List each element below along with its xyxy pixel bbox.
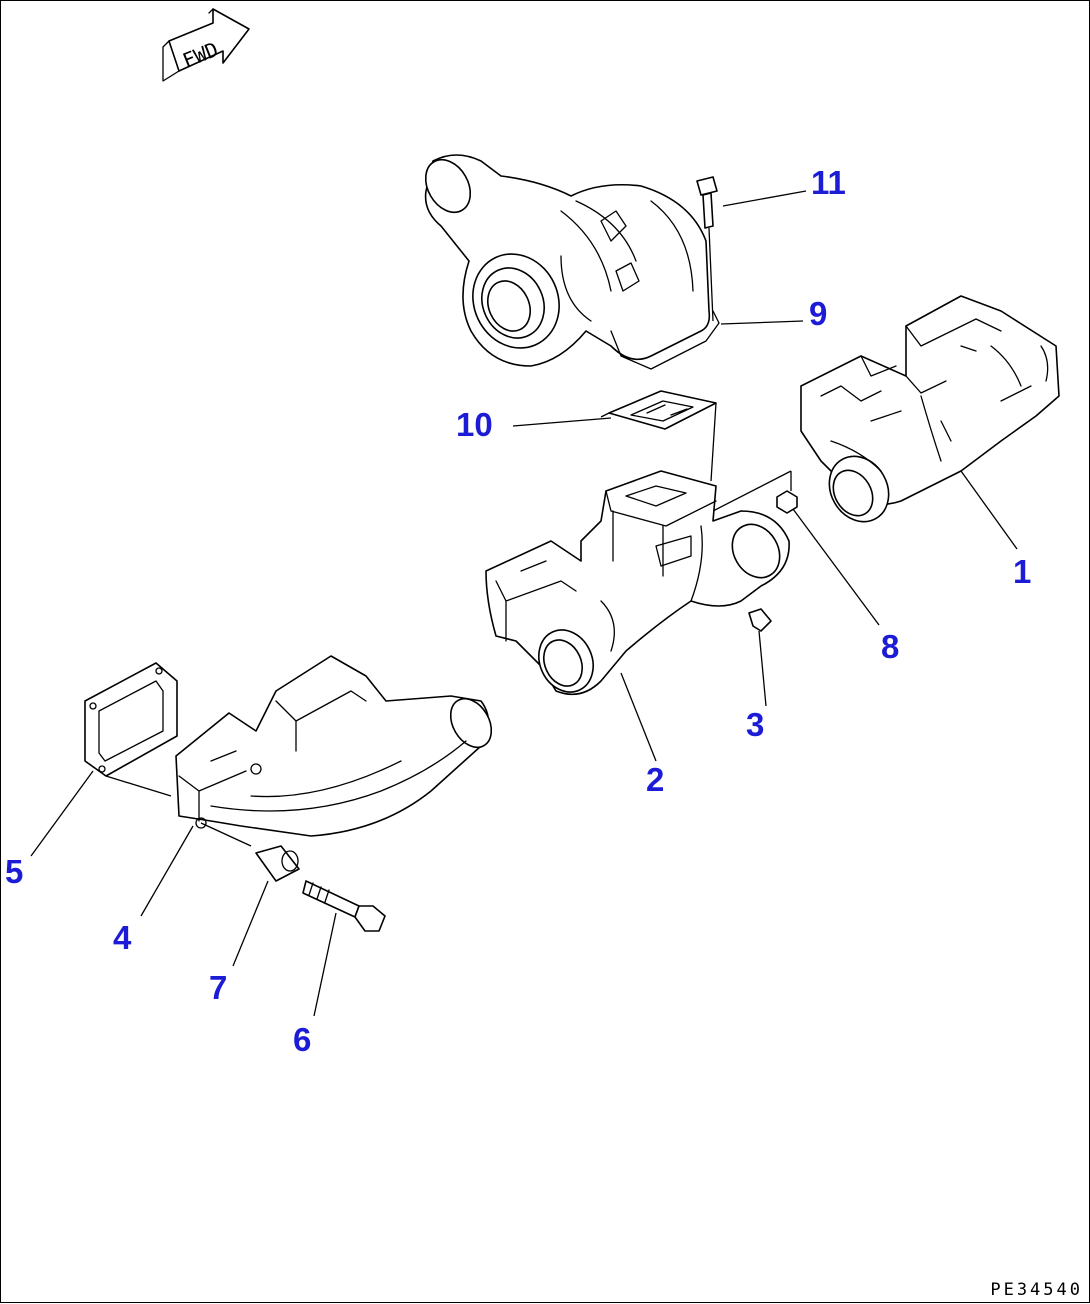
bolt-manifold [302,880,386,932]
exhaust-manifold-rear [800,295,1060,523]
callout-2[interactable]: 2 [646,761,664,798]
callout-9[interactable]: 9 [809,295,827,332]
gasket-turbo [600,390,717,482]
callout-3[interactable]: 3 [746,706,764,743]
bolt-turbo [696,176,718,322]
callout-8[interactable]: 8 [881,628,899,665]
exhaust-manifold-center [485,470,790,696]
callout-11[interactable]: 11 [811,164,846,201]
exhaust-manifold-front [175,655,493,847]
turbocharger [424,154,720,370]
callout-6[interactable]: 6 [293,1021,311,1058]
nut [712,470,798,514]
spacer [255,845,300,882]
gasket-manifold [84,662,178,797]
callout-10[interactable]: 10 [456,406,493,443]
drawing-code: PE34540 [990,1280,1083,1300]
callout-7[interactable]: 7 [209,969,227,1006]
leader-lines [30,190,1018,1017]
callout-4[interactable]: 4 [113,919,132,956]
callout-1[interactable]: 1 [1013,553,1031,590]
fwd-arrow-icon: FWD [162,8,250,82]
callout-5[interactable]: 5 [5,853,23,890]
